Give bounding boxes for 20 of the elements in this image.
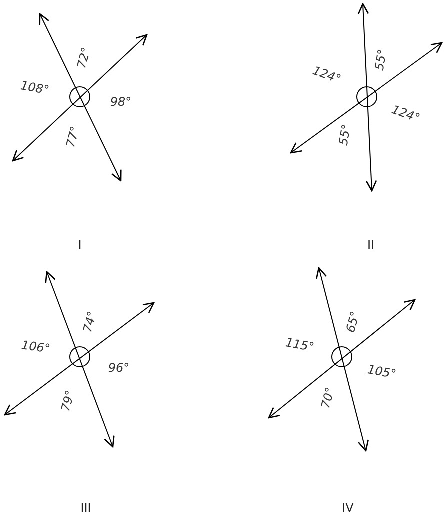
angle-label: 105° <box>366 364 398 380</box>
angle-label: 124° <box>311 64 343 86</box>
angle-label: 55° <box>373 48 389 72</box>
angle-label: 70° <box>319 386 337 410</box>
figure-numeral: II <box>367 239 375 251</box>
angle-label: 79° <box>59 389 77 413</box>
angle-label: 115° <box>284 336 316 354</box>
figure-numeral: I <box>78 239 82 251</box>
angle-label: 106° <box>20 339 52 355</box>
angle-label: 124° <box>390 103 422 125</box>
angle-label: 96° <box>108 362 130 374</box>
figure-numeral: IV <box>342 502 354 514</box>
figure-numeral: III <box>80 502 92 514</box>
angle-label: 108° <box>20 80 50 96</box>
angle-label: 55° <box>337 123 353 147</box>
angle-label: 65° <box>344 310 362 334</box>
angle-label: 98° <box>110 96 132 108</box>
angle-label: 74° <box>81 310 99 334</box>
angle-label: 77° <box>64 125 82 149</box>
angle-label: 72° <box>75 46 93 70</box>
